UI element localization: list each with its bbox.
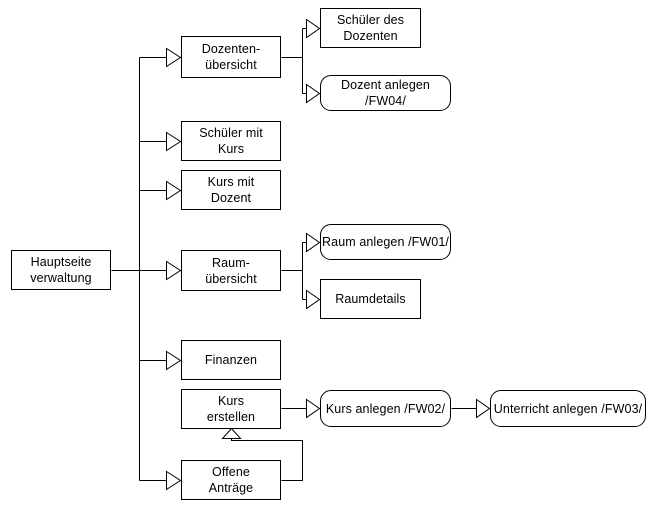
node-kurs-mit-dozent[interactable]: Kurs mit Dozent: [181, 170, 281, 210]
node-finanzen[interactable]: Finanzen: [181, 340, 281, 380]
node-dozent-anlegen-fw04[interactable]: Dozent anlegen /FW04/: [320, 75, 451, 111]
node-raumdetails[interactable]: Raumdetails: [320, 279, 421, 319]
arrowhead-icon: [476, 398, 491, 419]
arrowhead-icon: [306, 83, 321, 104]
arrowhead-icon: [166, 47, 182, 68]
arrowhead-icon: [306, 398, 321, 419]
node-schueler-mit-kurs[interactable]: Schüler mit Kurs: [181, 121, 281, 161]
node-kurs-anlegen-fw02[interactable]: Kurs anlegen /FW02/: [320, 390, 451, 427]
node-dozenten-uebersicht[interactable]: Dozenten- übersicht: [181, 36, 281, 78]
node-raum-anlegen-fw01[interactable]: Raum anlegen /FW01/: [320, 224, 451, 260]
arrowhead-up-icon: [221, 427, 242, 439]
node-unterricht-anlegen-fw03[interactable]: Unterricht anlegen /FW03/: [490, 390, 646, 427]
arrowhead-icon: [306, 289, 321, 310]
node-kurs-erstellen[interactable]: Kurs erstellen: [181, 389, 281, 429]
node-schueler-des-dozenten[interactable]: Schüler des Dozenten: [320, 8, 421, 48]
arrowhead-icon: [306, 18, 321, 39]
node-hauptseite-verwaltung[interactable]: Hauptseite verwaltung: [11, 250, 111, 290]
arrowhead-icon: [306, 232, 321, 253]
node-offene-antraege[interactable]: Offene Anträge: [181, 460, 281, 500]
arrowhead-icon: [166, 180, 182, 201]
arrowhead-icon: [166, 350, 182, 371]
arrowhead-icon: [166, 131, 182, 152]
node-raum-uebersicht[interactable]: Raum- übersicht: [181, 250, 281, 291]
arrowhead-icon: [166, 470, 182, 491]
arrowhead-icon: [166, 260, 182, 281]
